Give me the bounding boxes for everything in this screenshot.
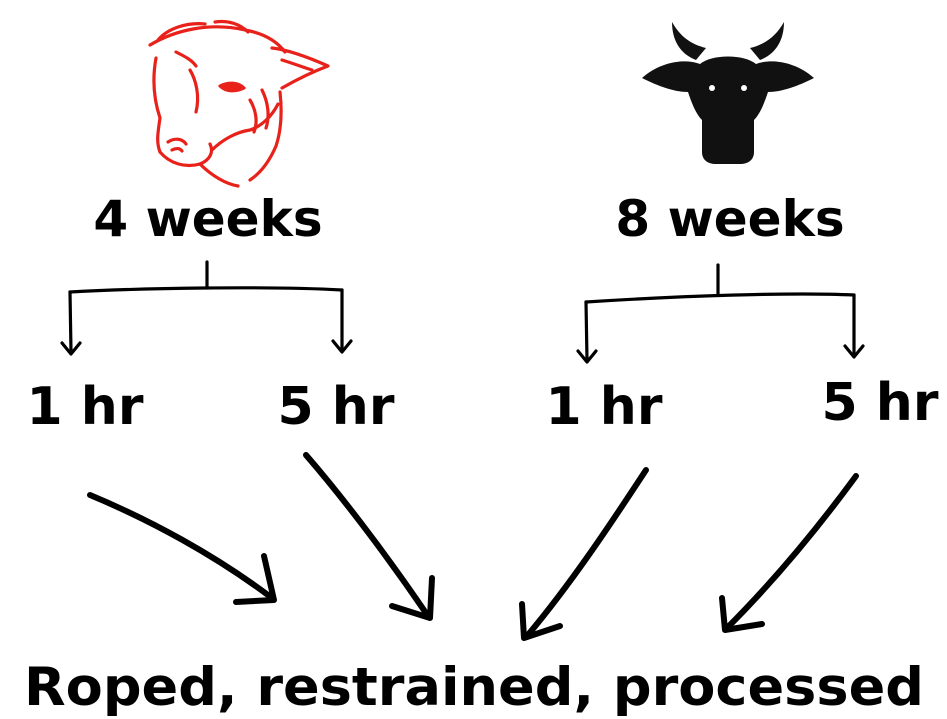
branch-connector-4-weeks [60,260,353,356]
arrow-4w-5hr-to-outcome [303,452,435,621]
arrow-8w-1hr-to-outcome [519,467,649,641]
arrow-4w-1hr-to-outcome [87,492,277,605]
outcome-label: Roped, restrained, processed [24,657,924,718]
duration-label-8w-1hr: 1 hr [546,377,663,437]
cow-silhouette-icon [642,22,814,164]
arrow-8w-5hr-to-outcome [719,473,859,633]
age-label-8-weeks: 8 weeks [615,190,844,248]
calf-outline-icon [148,19,330,188]
duration-label-4w-5hr: 5 hr [278,377,395,437]
age-label-4-weeks: 4 weeks [93,190,322,248]
duration-label-8w-5hr: 5 hr [822,373,939,433]
branch-connector-8-weeks [576,263,865,364]
duration-label-4w-1hr: 1 hr [27,377,144,437]
